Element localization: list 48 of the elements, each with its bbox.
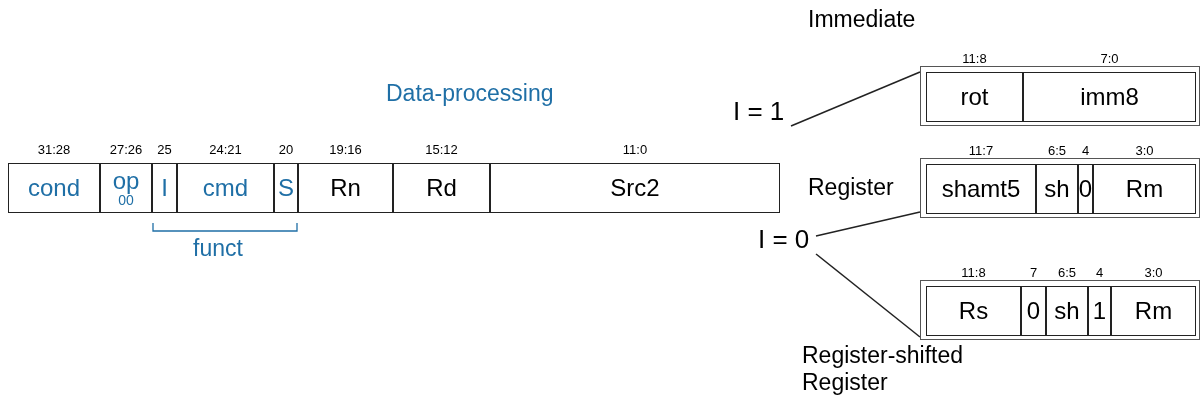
connector-line xyxy=(815,253,921,338)
bit-range: 31:28 xyxy=(37,142,71,157)
bit-range: 7:0 xyxy=(1100,51,1119,66)
bit-field-cell: shamt5 xyxy=(926,164,1036,214)
bit-field-cell: Src2 xyxy=(490,163,780,213)
format-heading: Data-processing xyxy=(386,80,554,107)
bit-field-cell: 0 xyxy=(1021,286,1046,336)
bit-field-cell: op 00 xyxy=(100,163,152,213)
bit-range: 25 xyxy=(157,142,172,157)
bit-range: 7 xyxy=(1029,265,1038,280)
bit-field-cell: S xyxy=(274,163,298,213)
condition-label: I = 0 xyxy=(758,224,816,254)
bit-field-cell: 1 xyxy=(1088,286,1111,336)
bit-field-cell: cond xyxy=(8,163,100,213)
bit-range: 3:0 xyxy=(1135,143,1154,158)
field-group-label: funct xyxy=(193,235,243,262)
bit-range: 4 xyxy=(1081,143,1090,158)
bit-range: 11:8 xyxy=(962,51,987,66)
bit-range: 15:12 xyxy=(425,142,458,157)
bit-field-cell: Rs xyxy=(926,286,1021,336)
bit-field-cell: sh xyxy=(1036,164,1078,214)
bit-range: 11:8 xyxy=(961,265,986,280)
bit-field-cell: cmd xyxy=(177,163,274,213)
format-heading: Register xyxy=(808,174,894,201)
condition-label: I = 1 xyxy=(733,96,791,126)
bit-field-cell: imm8 xyxy=(1023,72,1196,122)
bit-range: 24:21 xyxy=(209,142,242,157)
bit-range: 11:0 xyxy=(622,142,648,157)
connector-line xyxy=(815,211,921,237)
bit-field-cell: Rm xyxy=(1111,286,1196,336)
format-heading: Register-shifted Register xyxy=(802,342,965,396)
bit-range: 4 xyxy=(1095,265,1104,280)
bit-range: 3:0 xyxy=(1144,265,1163,280)
format-heading: Immediate xyxy=(808,6,916,33)
bit-range: 11:7 xyxy=(968,143,994,158)
bit-field-cell: I xyxy=(152,163,177,213)
bit-field-cell: sh xyxy=(1046,286,1088,336)
bit-range: 6:5 xyxy=(1047,143,1067,158)
bit-field-cell: Rm xyxy=(1093,164,1196,214)
bit-range: 6:5 xyxy=(1057,265,1077,280)
bit-field-cell: rot xyxy=(926,72,1023,122)
bit-range: 19:16 xyxy=(329,142,362,157)
bit-range: 27:26 xyxy=(109,142,143,157)
bit-field-cell: Rn xyxy=(298,163,393,213)
bit-range: 20 xyxy=(278,142,294,157)
connector-line xyxy=(790,71,921,127)
bit-field-cell: Rd xyxy=(393,163,490,213)
bit-field-cell: 0 xyxy=(1078,164,1093,214)
